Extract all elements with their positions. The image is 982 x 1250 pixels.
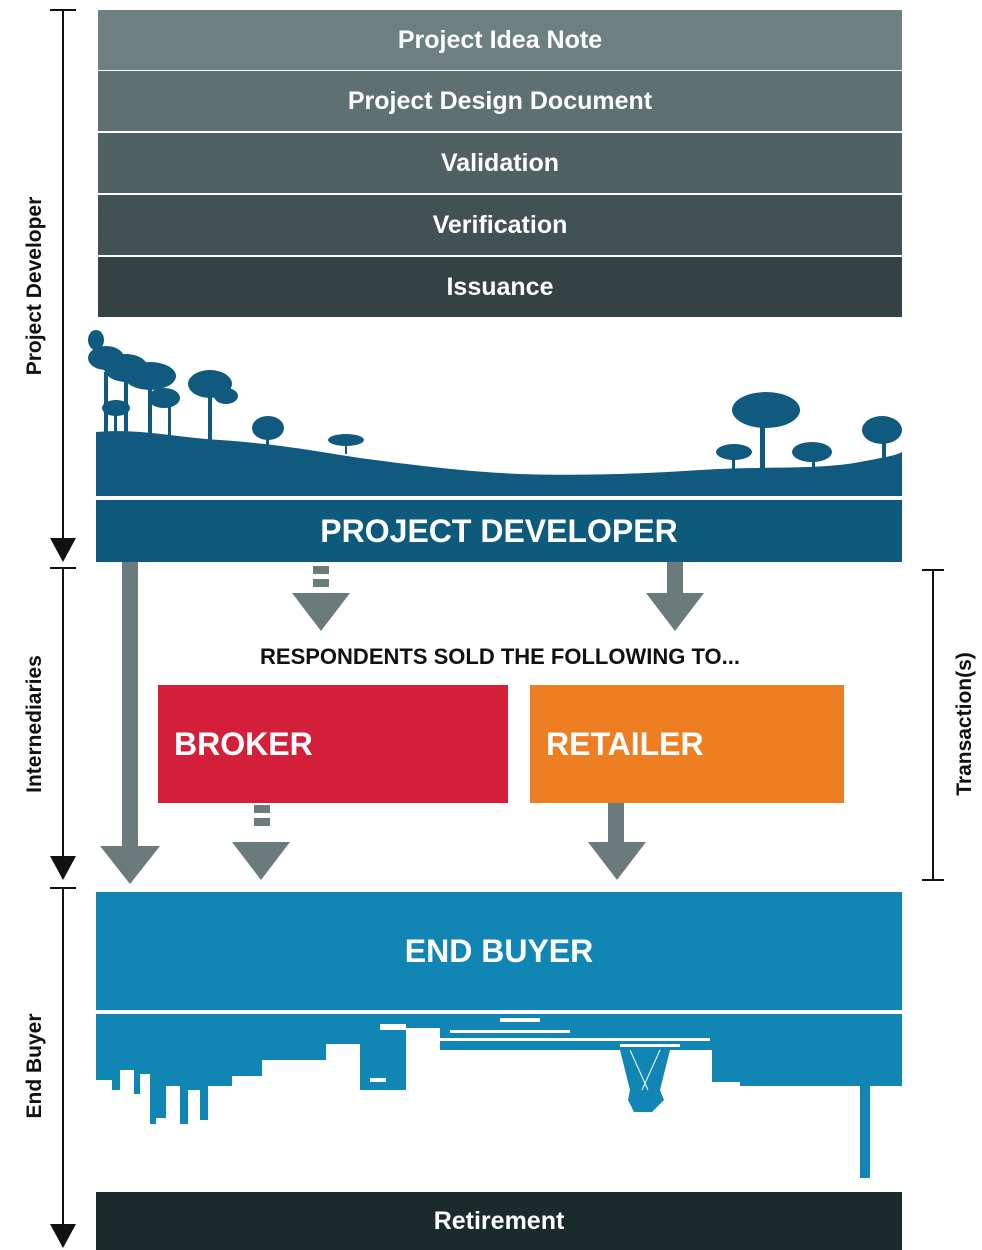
arrow-developer-to-retailer bbox=[646, 562, 704, 631]
arrow-broker-to-end-buyer-dashed bbox=[232, 805, 290, 880]
project-developer-band: PROJECT DEVELOPER bbox=[96, 500, 902, 562]
arrow-developer-to-end-buyer bbox=[100, 562, 160, 884]
end-buyer-band: END BUYER bbox=[96, 892, 902, 1010]
stage-project-design-document: Project Design Document bbox=[98, 71, 902, 131]
arrow-developer-to-broker-dashed bbox=[292, 566, 350, 631]
stage-project-idea-note: Project Idea Note bbox=[98, 10, 902, 70]
arrow-retailer-to-end-buyer bbox=[588, 803, 646, 880]
side-label-transactions: Transaction(s) bbox=[953, 652, 976, 796]
retailer-box: RETAILER bbox=[530, 685, 844, 803]
stage-verification: Verification bbox=[98, 195, 902, 255]
stage-issuance: Issuance bbox=[98, 257, 902, 317]
broker-box: BROKER bbox=[158, 685, 508, 803]
side-label-end-buyer: End Buyer bbox=[23, 1013, 46, 1119]
respondents-headline: RESPONDENTS SOLD THE FOLLOWING TO... bbox=[260, 644, 740, 669]
side-label-intermediaries: Internediaries bbox=[23, 655, 46, 793]
side-label-project-developer: Project Developer bbox=[23, 196, 46, 376]
retirement-bar: Retirement bbox=[96, 1192, 902, 1250]
stage-validation: Validation bbox=[98, 133, 902, 193]
